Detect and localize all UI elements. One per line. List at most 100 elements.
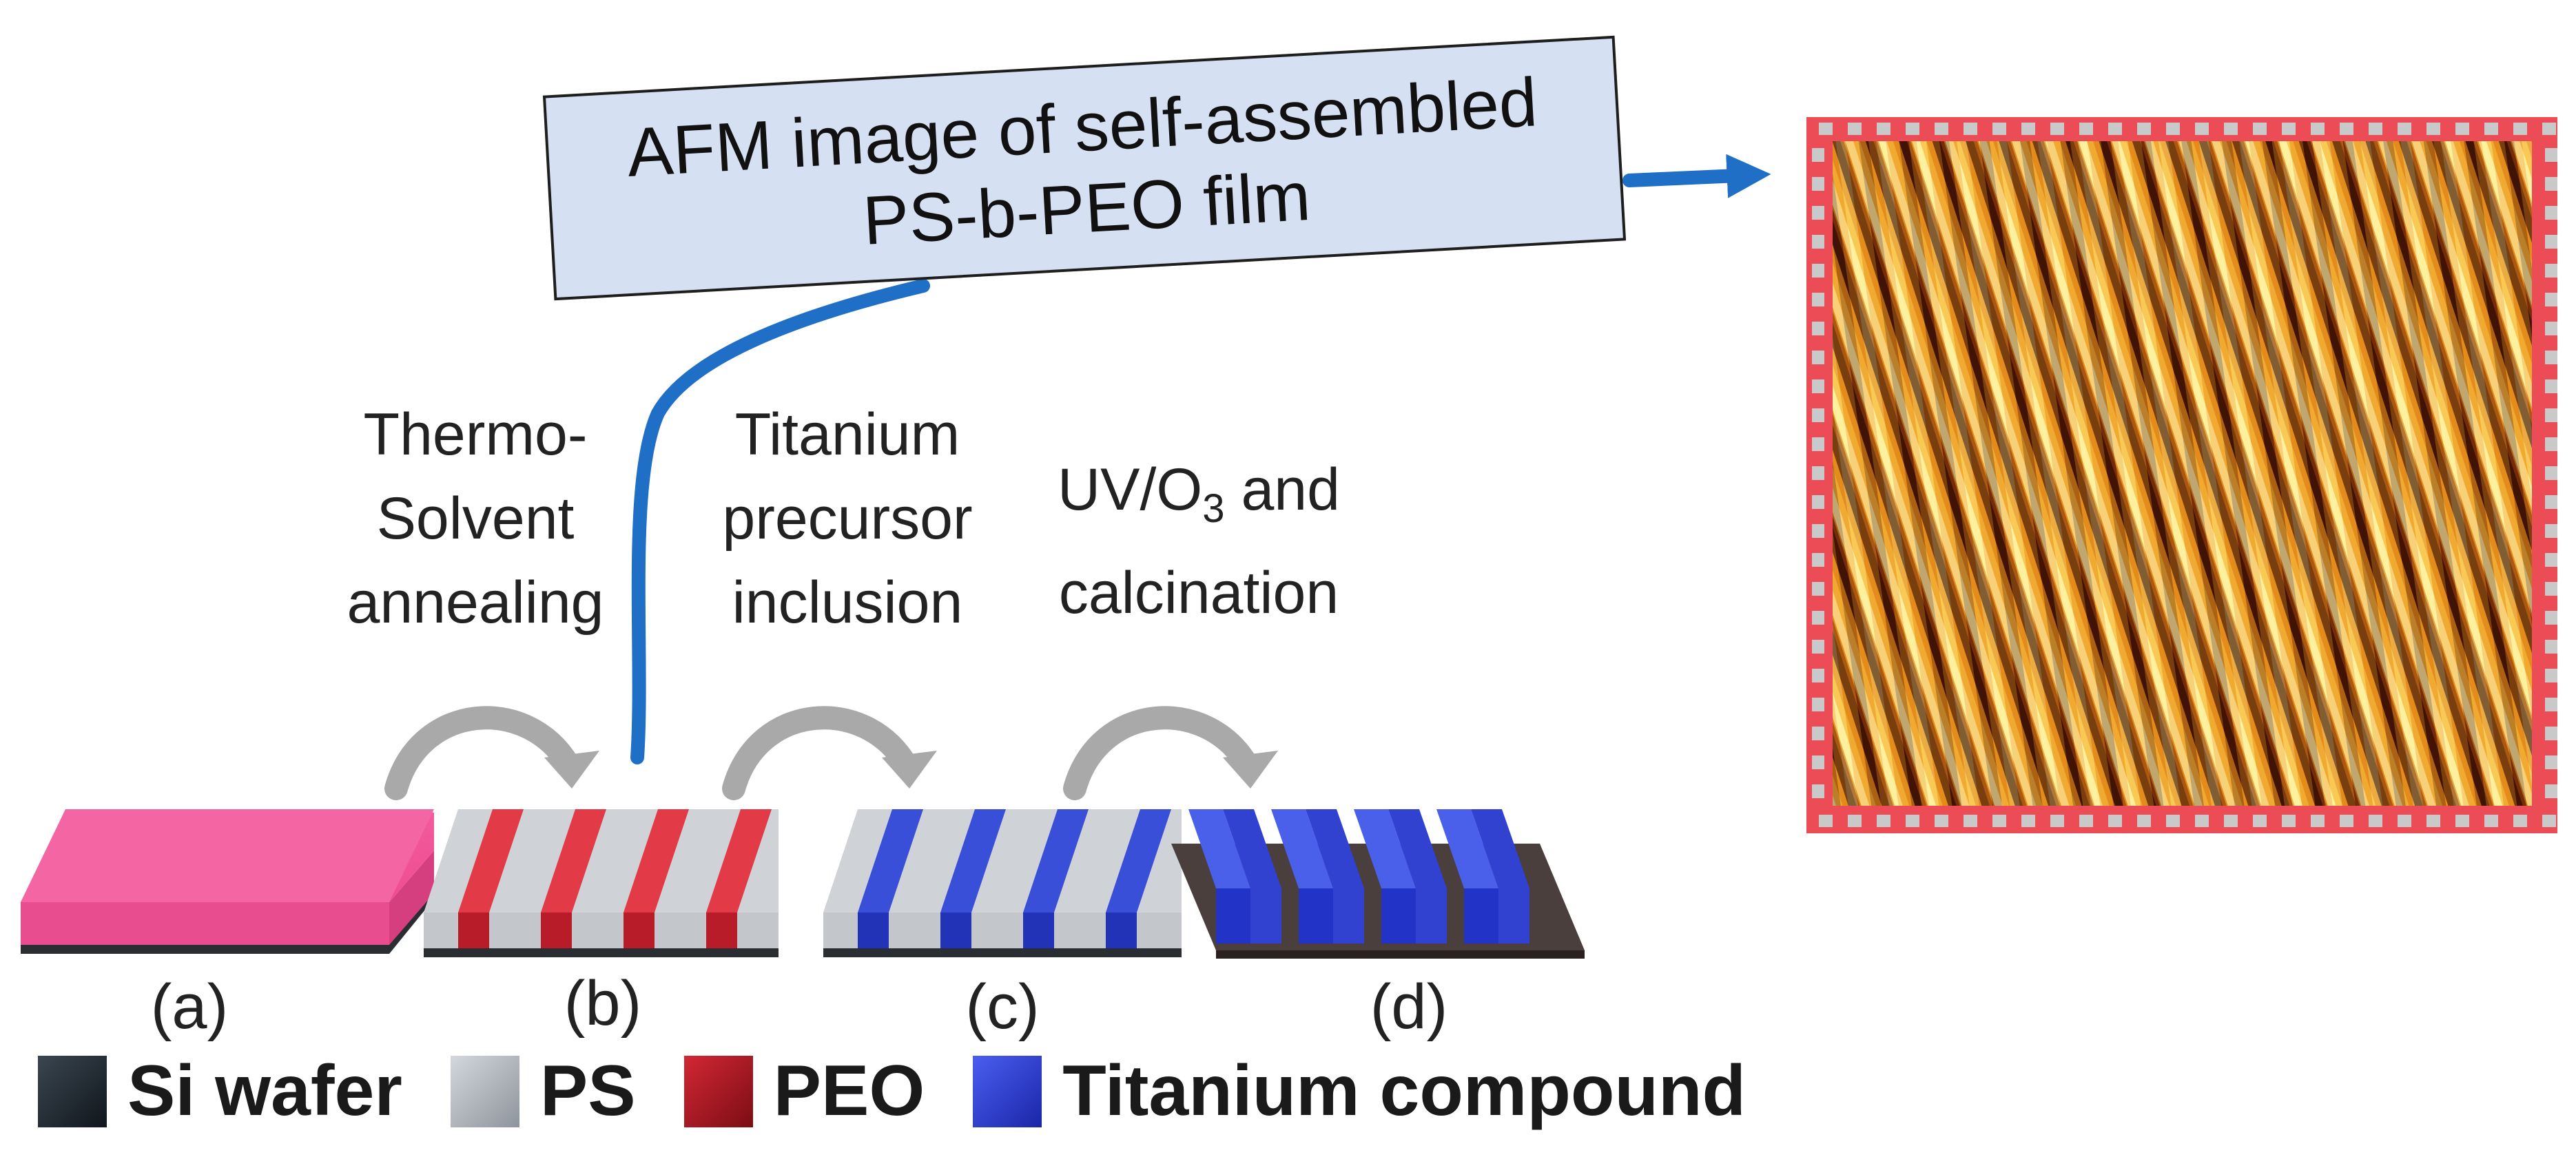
afm-frame-tick <box>2545 235 2557 249</box>
si-wafer-edge-c <box>823 947 1182 957</box>
afm-frame-tick <box>2050 815 2064 827</box>
ti-stripe-top-1 <box>858 809 923 912</box>
afm-frame-tick <box>2050 123 2064 135</box>
legend-item-ps: PS <box>450 1050 636 1132</box>
afm-frame-tick <box>2340 815 2353 827</box>
afm-frame-tick <box>2542 123 2556 135</box>
afm-frame-tick <box>2108 815 2122 827</box>
afm-frame-tick <box>2369 815 2382 827</box>
ti-ridge-top-1 <box>1188 809 1250 888</box>
ti-stripe-front-1 <box>858 912 889 948</box>
step-precursor-line-1: Titanium <box>734 402 960 468</box>
peo-stripe-front-2 <box>541 912 572 948</box>
afm-frame-tick <box>1812 727 1824 740</box>
ti-stripe-front-2 <box>940 912 971 948</box>
afm-frame-tick <box>2108 123 2122 135</box>
afm-frame-tick <box>1819 815 1833 827</box>
step-annealing-line-1: Thermo- <box>363 402 588 468</box>
afm-frame-tick <box>2545 698 2557 711</box>
process-arrow-3-head <box>1223 751 1278 789</box>
afm-frame-tick <box>2484 123 2498 135</box>
ti-ridge-front-4 <box>1464 888 1498 943</box>
ti-ridge-side-3 <box>1388 809 1447 943</box>
afm-frame-tick <box>1812 755 1824 769</box>
afm-frame-tick <box>2455 123 2469 135</box>
step-label-precursor: Titanium precursor inclusion <box>696 393 999 645</box>
afm-frame-tick <box>2137 815 2151 827</box>
peo-stripe-top-1 <box>458 809 524 912</box>
peo-stripe-front-4 <box>706 912 737 948</box>
ti-stripe-top-3 <box>1023 809 1089 912</box>
afm-frame-tick <box>2542 815 2556 827</box>
afm-frame-tick <box>2484 815 2498 827</box>
connector-line-to-film <box>630 279 930 764</box>
step-precursor-line-2: precursor <box>722 486 973 552</box>
legend-item-peo: PEO <box>683 1050 925 1132</box>
afm-frame-tick <box>1812 582 1824 596</box>
legend-item-si-wafer: Si wafer <box>38 1050 402 1132</box>
afm-frame-tick <box>2398 815 2411 827</box>
ti-stripe-top-4 <box>1106 809 1171 912</box>
afm-frame-tick <box>2545 466 2557 480</box>
afm-frame-tick <box>2426 123 2440 135</box>
legend-label-ps: PS <box>539 1051 636 1131</box>
panel-label-b: (b) <box>564 968 642 1039</box>
afm-frame-tick <box>2545 582 2557 596</box>
ti-stripe-top-2 <box>940 809 1006 912</box>
afm-frame-tick <box>1812 148 1824 162</box>
afm-frame-tick <box>2545 784 2557 798</box>
ti-ridge-top-2 <box>1271 809 1333 888</box>
afm-frame-tick <box>2253 815 2267 827</box>
afm-frame-tick <box>2545 669 2557 682</box>
afm-frame-tick <box>2166 815 2180 827</box>
afm-frame-tick <box>1812 437 1824 451</box>
afm-frame-tick <box>1848 123 1862 135</box>
afm-frame-tick <box>2021 815 2035 827</box>
afm-frame-tick <box>1812 669 1824 682</box>
afm-frame-tick <box>2513 815 2527 827</box>
afm-frame-tick <box>1812 293 1824 306</box>
afm-frame-tick <box>1877 123 1890 135</box>
afm-frame-tick <box>1964 123 1977 135</box>
peo-stripe-top-2 <box>541 809 606 912</box>
step-calcination-line-2: calcination <box>1058 560 1339 627</box>
afm-frame-tick <box>1992 123 2006 135</box>
afm-frame-tick <box>2545 524 2557 538</box>
afm-frame-tick <box>2398 123 2411 135</box>
afm-frame-tick <box>2369 123 2382 135</box>
afm-frame-tick <box>1877 815 1890 827</box>
afm-frame-tick <box>2224 123 2238 135</box>
process-arrow-1-head <box>544 751 599 789</box>
ti-ridge-top-4 <box>1436 809 1498 888</box>
afm-frame-tick <box>1812 553 1824 567</box>
afm-frame-tick <box>2545 437 2557 451</box>
ti-stripe-front-3 <box>1023 912 1054 948</box>
panel-label-a: (a) <box>150 972 229 1042</box>
afm-frame-tick <box>1812 351 1824 364</box>
afm-frame-tick <box>1812 524 1824 538</box>
ti-ridge-front-3 <box>1381 888 1416 943</box>
peo-stripe-front-1 <box>458 912 489 948</box>
substrate-c <box>823 809 1182 957</box>
legend-swatch-ps <box>450 1055 519 1127</box>
process-arrow-1 <box>384 706 580 800</box>
afm-frame-tick <box>1812 408 1824 422</box>
legend-label-titanium: Titanium compound <box>1062 1051 1746 1131</box>
panel-label-d: (d) <box>1370 972 1448 1042</box>
afm-frame-tick <box>1812 466 1824 480</box>
afm-frame-tick <box>2137 123 2151 135</box>
pink-layer-side-a <box>21 902 389 945</box>
afm-texture-overlay <box>1833 141 2532 806</box>
afm-frame-tick <box>2282 815 2296 827</box>
process-arrow-2-head <box>882 751 937 789</box>
afm-frame-tick <box>2545 611 2557 625</box>
afm-frame-tick <box>2311 815 2325 827</box>
afm-frame-tick <box>1812 206 1824 220</box>
afm-frame-tick <box>2545 408 2557 422</box>
afm-frame-tick <box>1992 815 2006 827</box>
legend-item-titanium: Titanium compound <box>973 1050 1746 1132</box>
legend-label-peo: PEO <box>773 1051 925 1131</box>
afm-frame-tick <box>2224 815 2238 827</box>
ti-ridge-side-2 <box>1306 809 1364 943</box>
